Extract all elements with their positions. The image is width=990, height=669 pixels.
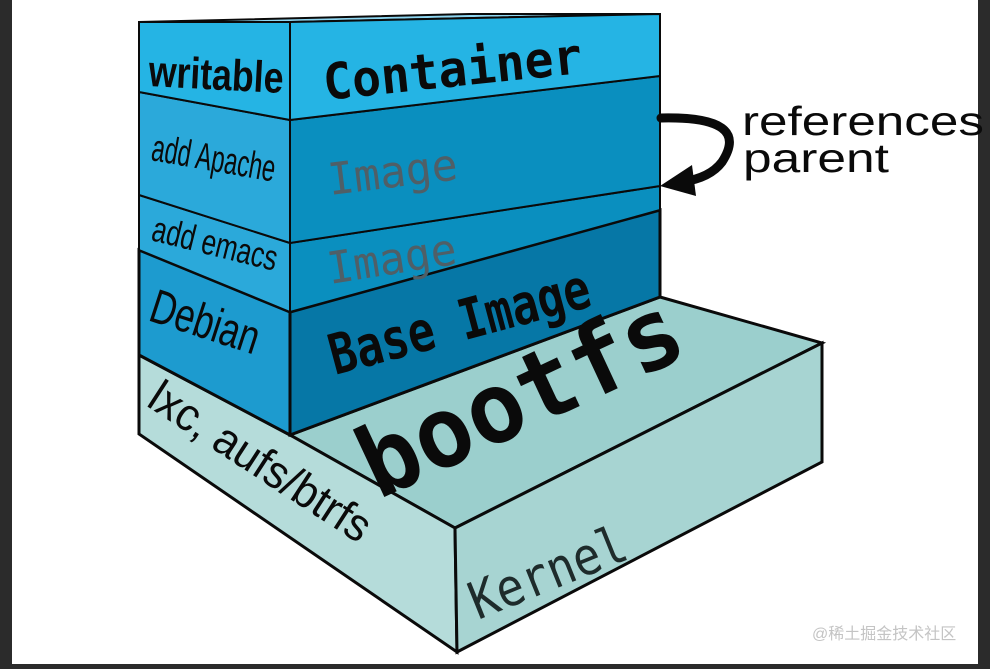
curved-arrow-icon (656, 113, 734, 196)
parent-label: parent (743, 135, 890, 181)
kernel-layer (137, 295, 827, 655)
container-side-label: writable (147, 47, 285, 103)
kernel-right-face (453, 340, 824, 655)
container-layer (138, 12, 661, 122)
watermark: @稀土掘金技术社区 (812, 625, 956, 643)
references-label: references (742, 98, 984, 144)
